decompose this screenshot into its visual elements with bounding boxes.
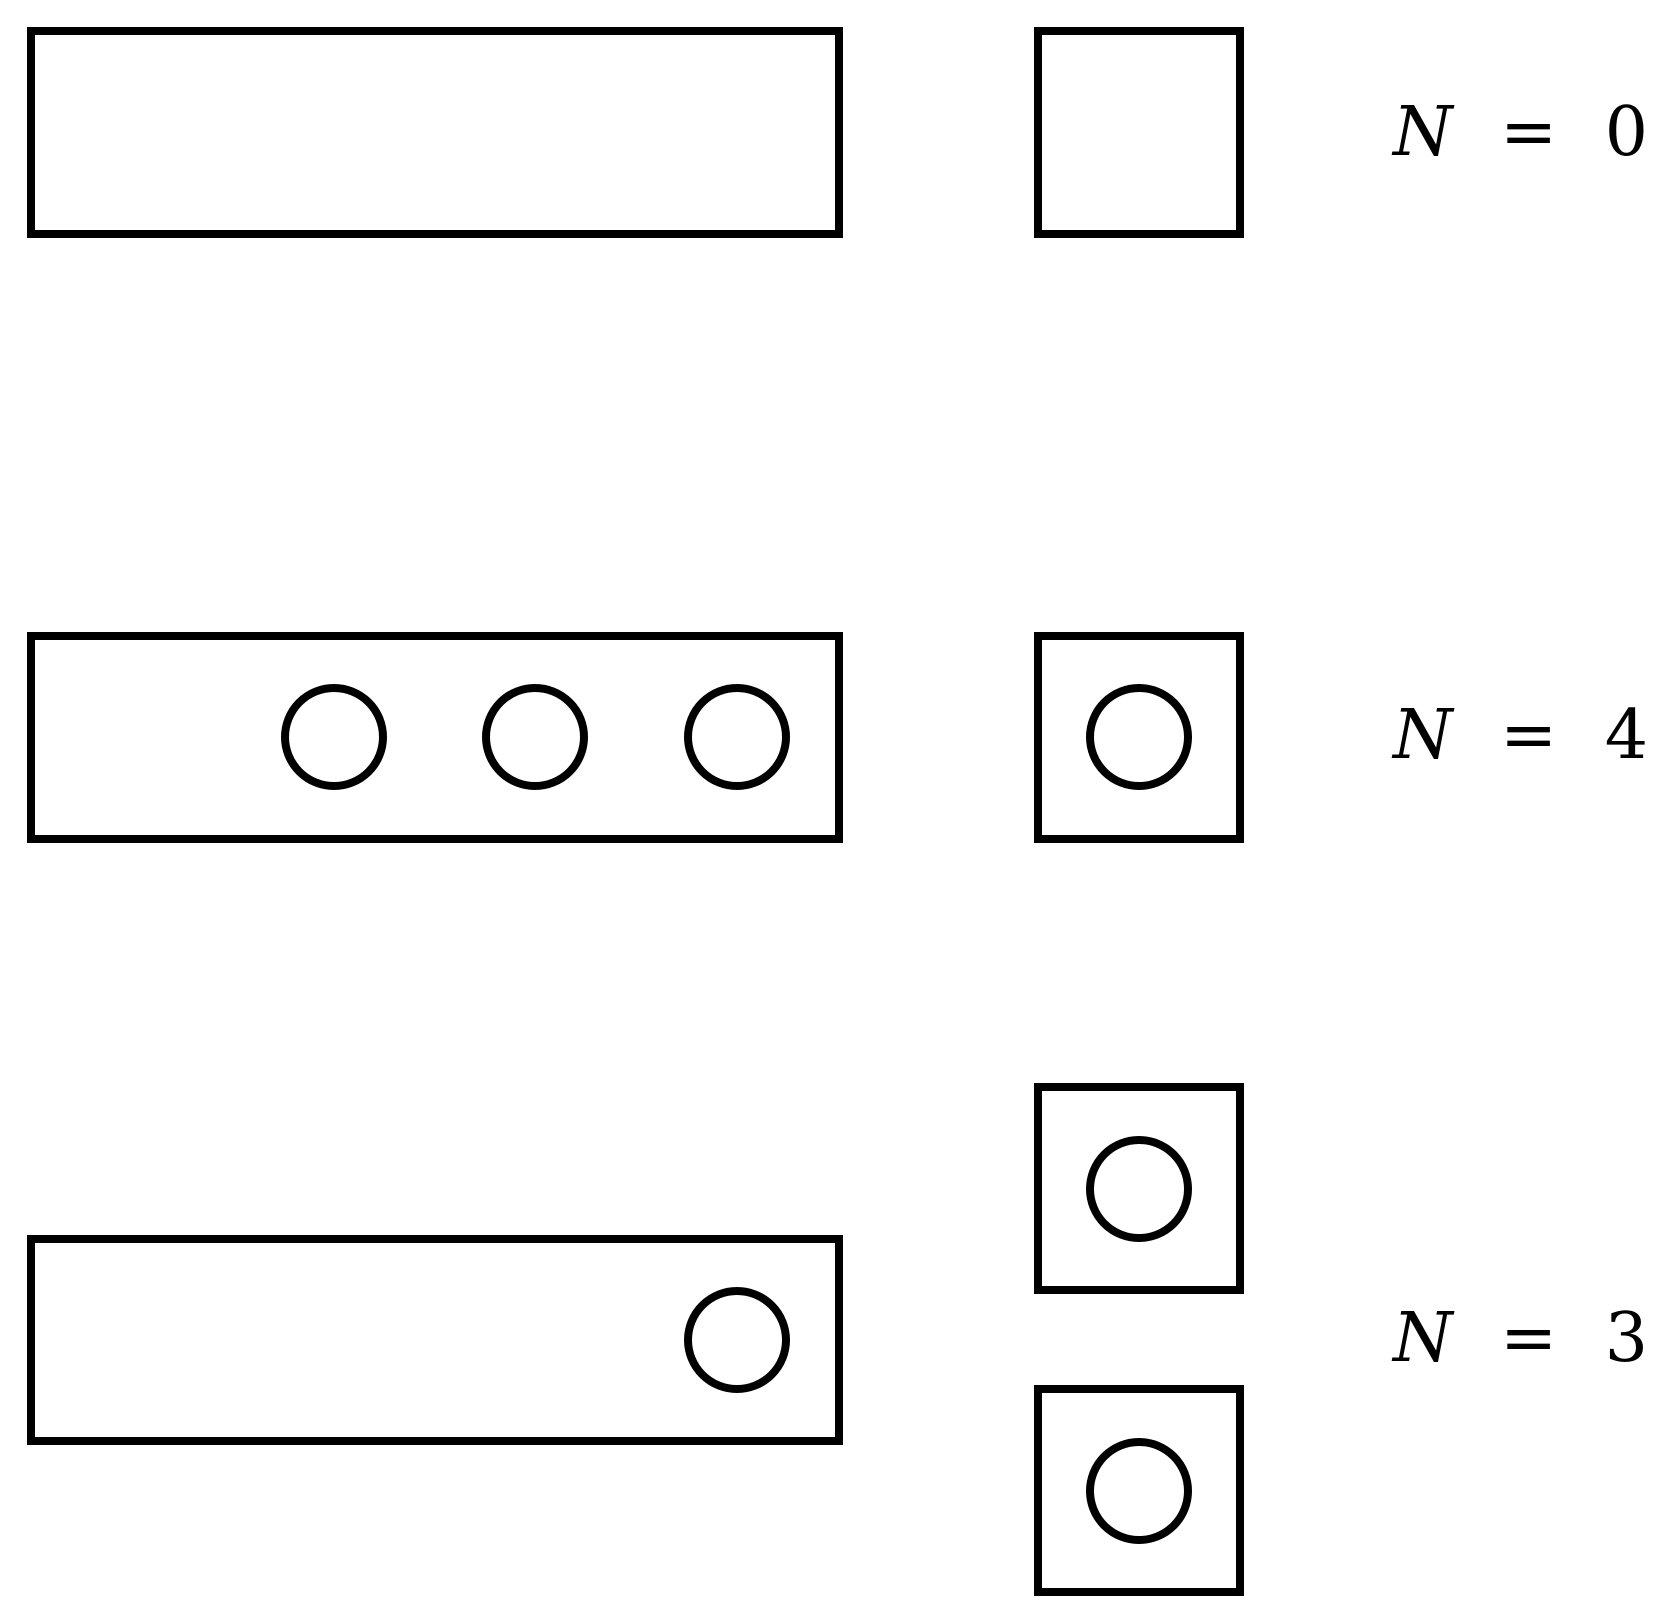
label-value: 3	[1605, 1299, 1648, 1378]
ball	[1086, 1136, 1192, 1242]
label-symbol: N	[1391, 696, 1455, 775]
small-box	[1034, 27, 1244, 238]
row-2: N = 4	[27, 632, 1648, 843]
row-1: N = 0	[27, 27, 1648, 238]
ball	[1086, 684, 1192, 790]
label-value: 0	[1605, 93, 1648, 172]
label-operator: =	[1500, 696, 1557, 775]
label-operator: =	[1500, 93, 1557, 172]
ball	[684, 684, 790, 790]
small-box	[1034, 1385, 1244, 1596]
label-symbol: N	[1391, 93, 1455, 172]
row-3: N = 3	[27, 1083, 1648, 1596]
label-value: 4	[1605, 696, 1648, 775]
label-operator: =	[1500, 1299, 1557, 1378]
long-box	[27, 27, 843, 238]
ball	[281, 684, 387, 790]
small-box	[1034, 632, 1244, 843]
ball	[684, 1287, 790, 1393]
long-box	[27, 632, 843, 843]
label-symbol: N	[1391, 1299, 1455, 1378]
long-box	[27, 1235, 843, 1445]
ball	[1086, 1438, 1192, 1544]
row-label: N = 0	[1391, 93, 1648, 172]
row-label: N = 4	[1391, 696, 1648, 775]
row-label: N = 3	[1391, 1299, 1648, 1378]
small-box	[1034, 1083, 1244, 1294]
ball	[482, 684, 588, 790]
